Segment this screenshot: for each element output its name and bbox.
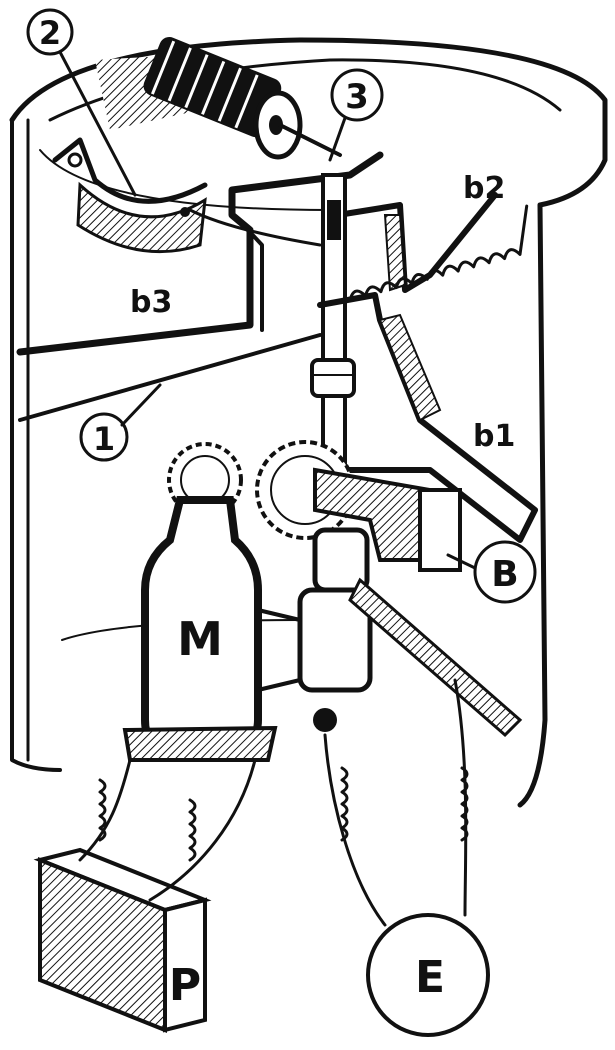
callout-3: 3 xyxy=(328,68,384,162)
lever-b1 xyxy=(317,292,538,543)
device-e xyxy=(366,913,490,1037)
callout-b-text: B xyxy=(491,554,518,595)
label-b2: b2 xyxy=(463,171,505,206)
spring xyxy=(348,204,529,302)
guide-rail xyxy=(348,577,523,738)
callout-1-text: 1 xyxy=(93,420,115,458)
callout-2: 2 xyxy=(26,8,137,197)
label-b1: b1 xyxy=(473,419,515,454)
label-device-e: E xyxy=(415,952,445,1003)
label-battery: P xyxy=(169,960,201,1011)
coiled-wires xyxy=(78,678,469,927)
callout-2-text: 2 xyxy=(39,14,61,52)
clamp-bracket xyxy=(52,137,208,254)
label-b3: b3 xyxy=(130,285,172,320)
label-motor: M xyxy=(177,612,223,666)
lever-b2 xyxy=(335,192,498,293)
tie-rod xyxy=(18,333,322,422)
callout-1: 1 xyxy=(79,383,162,462)
motor xyxy=(122,496,302,762)
battery xyxy=(33,847,212,1033)
electromagnet-coil xyxy=(143,36,342,160)
callout-b: B xyxy=(446,540,537,604)
callout-3-text: 3 xyxy=(345,77,369,117)
vertical-shaft xyxy=(310,173,356,497)
pinion-collar xyxy=(297,527,373,732)
lever-b3 xyxy=(16,151,384,356)
